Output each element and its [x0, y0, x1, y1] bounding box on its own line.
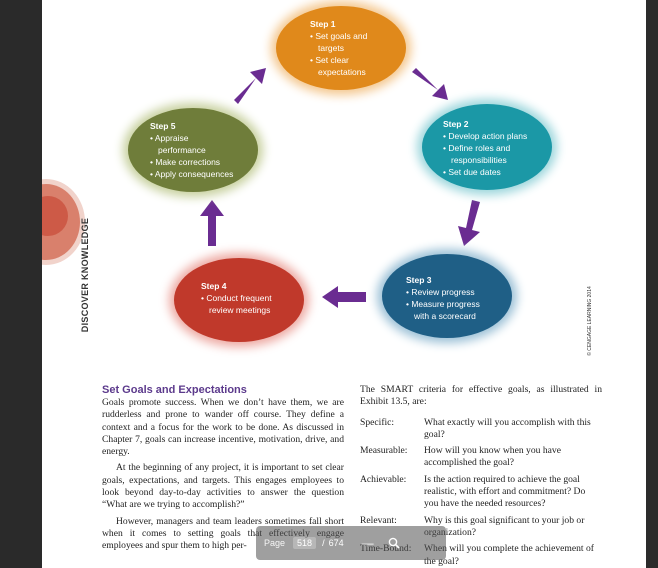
left-bar	[0, 0, 42, 568]
document-page: DISCOVER KNOWLEDGE © CENGAGE LEARNING 20…	[42, 0, 658, 568]
arrow-step1-to-step2	[410, 62, 454, 106]
step-3-item: Review progress	[406, 286, 512, 298]
right-bar	[646, 0, 658, 568]
smart-row: Measurable: How will you know when you h…	[360, 445, 602, 470]
step-2-item: responsibilities	[443, 154, 552, 166]
step-3-item: Measure progress	[406, 298, 512, 310]
page-navigator: Page 518 / 674 —	[256, 526, 446, 560]
smart-term: Achievable:	[360, 474, 424, 511]
step-3-item: with a scorecard	[406, 310, 512, 322]
smart-term: Specific:	[360, 417, 424, 442]
smart-desc: How will you know when you have accompli…	[424, 445, 602, 470]
step-5-bubble: Step 5 Appraise performance Make correct…	[128, 108, 258, 192]
step-4-item: review meetings	[201, 304, 304, 316]
step-2-item: Set due dates	[443, 166, 552, 178]
smart-term: Measurable:	[360, 445, 424, 470]
arrow-step2-to-step3	[450, 198, 486, 248]
step-5-title: Step 5	[150, 120, 258, 132]
step-2-title: Step 2	[443, 118, 552, 130]
smart-desc: When will you complete the achievement o…	[424, 543, 602, 568]
page-separator: /	[322, 538, 325, 548]
step-5-item: Appraise	[150, 132, 258, 144]
paragraph: At the beginning of any project, it is i…	[102, 462, 344, 511]
section-heading: Set Goals and Expectations	[102, 384, 344, 397]
step-4-title: Step 4	[201, 280, 304, 292]
zoom-icon[interactable]	[388, 537, 400, 549]
step-1-item: Set clear	[310, 54, 406, 66]
step-3-title: Step 3	[406, 274, 512, 286]
step-4-item: Conduct frequent	[201, 292, 304, 304]
step-5-item: Make corrections	[150, 156, 258, 168]
step-1-item: Set goals and	[310, 30, 406, 42]
smart-row: Specific: What exactly will you accompli…	[360, 417, 602, 442]
step-5-item: Apply consequences	[150, 168, 258, 180]
step-1-item: expectations	[310, 66, 406, 78]
step-2-bubble: Step 2 Develop action plans Define roles…	[422, 104, 552, 190]
step-1-bubble: Step 1 Set goals and targets Set clear e…	[276, 6, 406, 90]
smart-desc: Is the action required to achieve the go…	[424, 474, 602, 511]
step-2-item: Define roles and	[443, 142, 552, 154]
paragraph: Goals promote success. When we don’t hav…	[102, 397, 344, 458]
arrow-step3-to-step4	[320, 284, 368, 310]
arrow-step5-to-step1	[228, 62, 272, 106]
step-3-bubble: Step 3 Review progress Measure progress …	[382, 254, 512, 338]
step-4-bubble: Step 4 Conduct frequent review meetings	[174, 258, 304, 342]
step-2-item: Develop action plans	[443, 130, 552, 142]
step-1-title: Step 1	[310, 18, 406, 30]
image-credit: © CENGAGE LEARNING 2014	[587, 276, 593, 366]
page-number-input[interactable]: 518	[293, 537, 316, 549]
page-label: Page	[264, 538, 285, 548]
smart-row: Achievable: Is the action required to ac…	[360, 474, 602, 511]
step-1-item: targets	[310, 42, 406, 54]
zoom-out-button[interactable]: —	[362, 536, 374, 550]
side-label: DISCOVER KNOWLEDGE	[80, 215, 90, 335]
smart-desc: Why is this goal significant to your job…	[424, 515, 602, 540]
page-total: 674	[329, 538, 344, 548]
smart-intro: The SMART criteria for effective goals, …	[360, 384, 602, 409]
step-5-item: performance	[150, 144, 258, 156]
arrow-step4-to-step5	[198, 198, 228, 248]
smart-desc: What exactly will you accomplish with th…	[424, 417, 602, 442]
